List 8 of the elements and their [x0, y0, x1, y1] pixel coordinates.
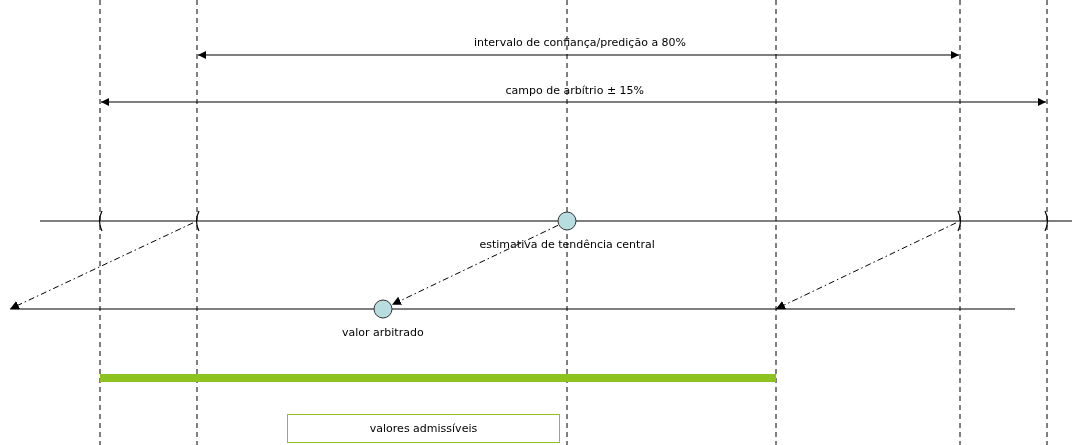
framed-label: valores admissíveis — [287, 414, 560, 443]
arrow — [391, 224, 559, 306]
point-label: valor arbitrado — [342, 326, 424, 339]
arrow — [775, 222, 957, 310]
dimension-label: intervalo de confiança/predição a 80% — [474, 36, 687, 49]
arrow — [9, 222, 194, 310]
dimension-label: campo de arbítrio ± 15% — [505, 84, 645, 97]
point-label: estimativa de tendência central — [479, 238, 655, 251]
